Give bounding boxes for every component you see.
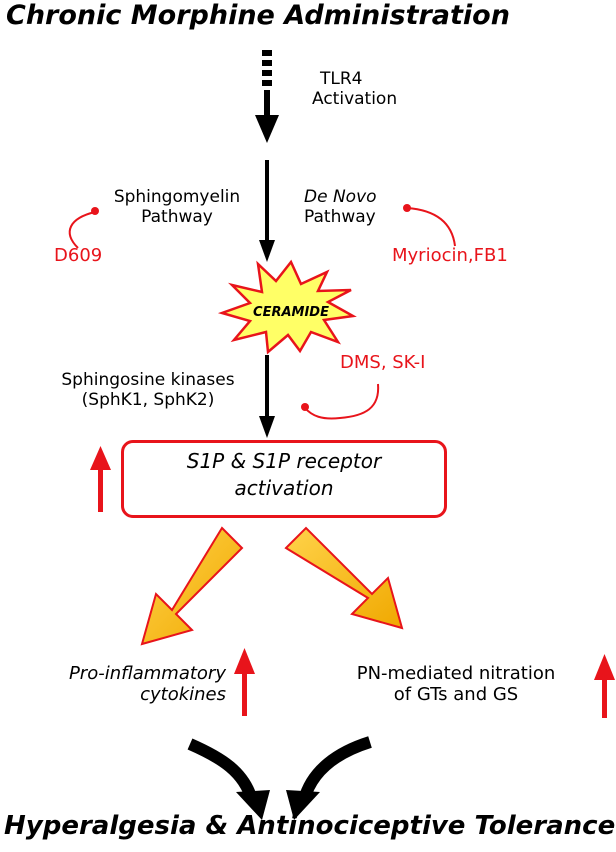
nitration-label-line1: PN-mediated nitration [356,663,556,684]
s1p-box [121,440,447,518]
myriocin-inhibitor-label: Myriocin,FB1 [392,245,508,266]
d609-inhibitor-line [68,211,96,249]
nitration-label-line2: of GTs and GS [393,683,519,705]
s1p-label-line2: activation [234,476,334,500]
nitration-label: PN-mediated nitration of GTs and GS [318,663,594,705]
nitration-increase-arrow-icon [594,654,615,718]
left-black-curved-arrow [187,738,258,802]
cytokines-label-line1: Pro-inflammatory [68,663,226,684]
s1p-label: S1P & S1P receptor activation [121,448,447,502]
tlr4-label-line2: Activation [312,88,398,109]
sphingosine-kinases-line2: (SphK1, SphK2) [81,389,215,410]
diagram-title-top: Chronic Morphine Administration [6,0,510,31]
cytokines-label: Pro-inflammatory cytokines [28,663,226,705]
d609-inhibitor-dot [91,207,99,215]
right-orange-arrow [284,526,404,630]
cytokines-label-line2: cytokines [140,683,226,705]
de-novo-label: De Novo Pathway [304,187,377,227]
sphingomyelin-label-line1: Sphingomyelin [113,187,241,207]
diagram-title-bottom: Hyperalgesia & Antinociceptive Tolerance [4,811,616,841]
sphingosine-kinases-label: Sphingosine kinases (SphK1, SphK2) [40,370,256,410]
myriocin-inhibitor-line [406,207,456,247]
right-black-curved-arrow [298,736,372,802]
de-novo-label-line2: Pathway [304,206,376,227]
ceramide-star-icon [217,259,357,355]
tlr4-label: TLR4 Activation [312,69,398,109]
dms-inhibitor-line [304,383,380,420]
myriocin-inhibitor-dot [403,204,411,212]
arrow-to-s1p [259,355,275,438]
tlr4-label-line1: TLR4 [320,69,363,89]
sphingomyelin-label-line2: Pathway [141,206,213,227]
left-black-arrowhead [236,790,270,820]
arrow-to-ceramide [259,160,275,262]
right-black-arrowhead [286,790,320,820]
cytokines-increase-arrow-icon [234,648,255,716]
dms-inhibitor-label: DMS, SK-I [340,352,426,373]
sphingosine-kinases-line1: Sphingosine kinases [61,370,235,390]
dms-inhibitor-dot [301,403,309,411]
left-orange-arrow [140,526,244,646]
s1p-increase-arrow-icon [90,446,111,512]
de-novo-label-line1: De Novo [304,187,377,207]
sphingomyelin-label: Sphingomyelin Pathway [110,187,244,227]
d609-inhibitor-label: D609 [54,245,103,266]
s1p-label-line1: S1P & S1P receptor [186,449,382,473]
ceramide-label: CERAMIDE [253,305,329,320]
tlr4-dashed-arrow [255,50,279,143]
